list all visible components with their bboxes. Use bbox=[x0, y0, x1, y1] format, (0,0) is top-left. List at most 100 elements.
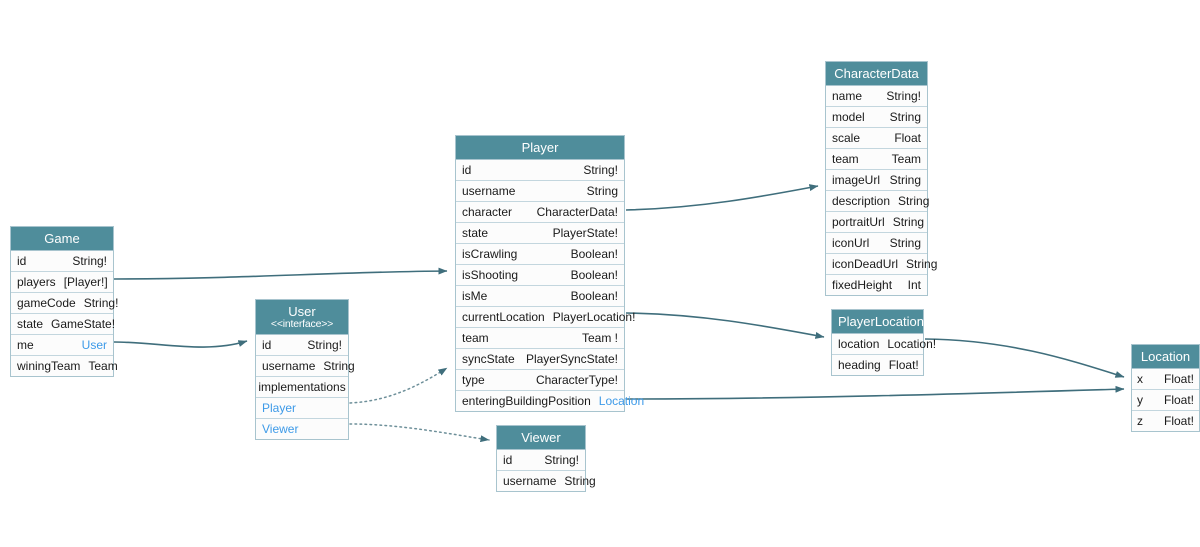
field-type: Float! bbox=[1163, 372, 1194, 386]
entity-player-field-iscrawling[interactable]: isCrawling Boolean! bbox=[456, 244, 624, 265]
entity-game-field-id[interactable]: id String! bbox=[11, 251, 113, 272]
field-type: Float bbox=[894, 131, 921, 145]
field-name: isCrawling bbox=[462, 247, 518, 261]
entity-player-field-type[interactable]: type CharacterType! bbox=[456, 370, 624, 391]
edge-player-currentlocation-to-playerlocation bbox=[625, 312, 825, 339]
field-type: String bbox=[564, 474, 596, 488]
entity-game-field-me[interactable]: me User bbox=[11, 335, 113, 356]
entity-player-field-state[interactable]: state PlayerState! bbox=[456, 223, 624, 244]
field-type-link: CharacterData bbox=[536, 205, 615, 219]
entity-player-field-id[interactable]: id String! bbox=[456, 160, 624, 181]
entity-game-field-players[interactable]: players [Player!] bbox=[11, 272, 113, 293]
entity-user-field-username[interactable]: username String bbox=[256, 356, 355, 377]
entity-game-field-state[interactable]: state GameState! bbox=[11, 314, 116, 335]
field-type: Team bbox=[891, 152, 921, 166]
entity-player-field-character[interactable]: character CharacterData! bbox=[456, 202, 624, 223]
field-type: String! bbox=[886, 89, 921, 103]
field-name: me bbox=[17, 338, 34, 352]
entity-player-field-syncstate[interactable]: syncState PlayerSyncState! bbox=[456, 349, 624, 370]
field-type: CharacterData! bbox=[529, 205, 618, 219]
field-name: enteringBuildingPosition bbox=[462, 394, 591, 408]
field-type: GameState! bbox=[51, 317, 116, 331]
edge-game-players-to-player bbox=[113, 267, 448, 280]
entity-player-title: Player bbox=[456, 136, 624, 160]
field-name: y bbox=[1137, 393, 1143, 407]
implementation-name: Player bbox=[262, 401, 297, 415]
entity-user-stereotype: <<interface>> bbox=[270, 318, 334, 330]
entity-characterdata-field-imageurl[interactable]: imageUrl String bbox=[826, 170, 927, 191]
entity-player-field-isme[interactable]: isMe Boolean! bbox=[456, 286, 624, 307]
field-type: Team bbox=[88, 359, 118, 373]
field-type: Location bbox=[598, 394, 645, 408]
field-type: [Player!] bbox=[63, 275, 108, 289]
entity-user-implementation-viewer[interactable]: Viewer bbox=[256, 419, 348, 439]
entity-characterdata-field-description[interactable]: description String bbox=[826, 191, 929, 212]
entity-location-field-z[interactable]: z Float! bbox=[1132, 411, 1199, 431]
field-name: team bbox=[462, 331, 489, 345]
entity-viewer[interactable]: Viewer id String! username String bbox=[496, 425, 596, 492]
entity-characterdata-field-name[interactable]: name String! bbox=[826, 86, 927, 107]
entity-user[interactable]: User <<interface>> id String! username S… bbox=[255, 299, 355, 440]
field-type: PlayerState! bbox=[552, 226, 618, 240]
entity-game-field-gamecode[interactable]: gameCode String! bbox=[11, 293, 118, 314]
entity-player-field-currentlocation[interactable]: currentLocation PlayerLocation! bbox=[456, 307, 635, 328]
entity-playerlocation[interactable]: PlayerLocation location Location! headin… bbox=[831, 309, 936, 376]
field-type: String! bbox=[83, 296, 119, 310]
field-name: syncState bbox=[462, 352, 515, 366]
field-name: username bbox=[462, 184, 516, 198]
field-type: String bbox=[586, 184, 618, 198]
entity-viewer-field-username[interactable]: username String bbox=[497, 471, 596, 491]
entity-player-field-isshooting[interactable]: isShooting Boolean! bbox=[456, 265, 624, 286]
field-type: Float! bbox=[1163, 393, 1194, 407]
field-name: location bbox=[838, 337, 880, 351]
entity-player-field-username[interactable]: username String bbox=[456, 181, 624, 202]
entity-player-field-team[interactable]: team Team ! bbox=[456, 328, 624, 349]
entity-location-field-y[interactable]: y Float! bbox=[1132, 390, 1199, 411]
field-type: Boolean! bbox=[570, 268, 618, 282]
entity-location-field-x[interactable]: x Float! bbox=[1132, 369, 1199, 390]
entity-user-name: User bbox=[288, 304, 316, 319]
entity-characterdata-field-portraiturl[interactable]: portraitUrl String bbox=[826, 212, 927, 233]
field-type: String! bbox=[544, 453, 579, 467]
field-type: User bbox=[81, 338, 107, 352]
entity-characterdata-field-scale[interactable]: scale Float bbox=[826, 128, 927, 149]
field-name: model bbox=[832, 110, 865, 124]
field-name: z bbox=[1137, 414, 1143, 428]
entity-game-field-winingteam[interactable]: winingTeam Team bbox=[11, 356, 118, 376]
field-name: username bbox=[262, 359, 316, 373]
entity-location[interactable]: Location x Float! y Float! z Float! bbox=[1131, 344, 1200, 432]
field-type: String! bbox=[307, 338, 342, 352]
field-type-bang: ! bbox=[632, 310, 636, 324]
entity-characterdata-field-iconurl[interactable]: iconUrl String bbox=[826, 233, 927, 254]
field-type: String bbox=[323, 359, 355, 373]
entity-player-field-enteringbuildingposition[interactable]: enteringBuildingPosition Location bbox=[456, 391, 644, 411]
entity-characterdata-field-team[interactable]: team Team bbox=[826, 149, 927, 170]
entity-location-title: Location bbox=[1132, 345, 1199, 369]
field-type-bang: ! bbox=[932, 337, 937, 351]
field-name: type bbox=[462, 373, 485, 387]
entity-playerlocation-field-heading[interactable]: heading Float! bbox=[832, 355, 923, 375]
field-type: Float! bbox=[1163, 414, 1194, 428]
field-name: state bbox=[17, 317, 44, 331]
field-name: iconUrl bbox=[832, 236, 870, 250]
edge-playerlocation-location-to-location bbox=[924, 338, 1125, 378]
entity-characterdata-field-icondeadurl[interactable]: iconDeadUrl String bbox=[826, 254, 937, 275]
entity-player[interactable]: Player id String! username String charac… bbox=[455, 135, 644, 412]
field-type: String! bbox=[72, 254, 107, 268]
field-name: portraitUrl bbox=[832, 215, 885, 229]
field-type: String bbox=[892, 215, 925, 229]
entity-user-implementation-player[interactable]: Player bbox=[256, 398, 348, 419]
entity-game[interactable]: Game id String! players [Player!] gameCo… bbox=[10, 226, 118, 377]
entity-user-field-id[interactable]: id String! bbox=[256, 335, 348, 356]
entity-viewer-field-id[interactable]: id String! bbox=[497, 450, 585, 471]
edge-player-character-to-characterdata bbox=[625, 184, 819, 211]
entity-playerlocation-field-location[interactable]: location Location! bbox=[832, 334, 936, 355]
implementation-name: Viewer bbox=[262, 422, 299, 436]
field-type: Location! bbox=[879, 337, 936, 351]
entity-characterdata-field-model[interactable]: model String bbox=[826, 107, 927, 128]
entity-characterdata[interactable]: CharacterData name String! model String … bbox=[825, 61, 937, 296]
field-type: Team ! bbox=[581, 331, 618, 345]
field-type: Boolean! bbox=[570, 289, 618, 303]
entity-characterdata-field-fixedheight[interactable]: fixedHeight Int bbox=[826, 275, 927, 295]
